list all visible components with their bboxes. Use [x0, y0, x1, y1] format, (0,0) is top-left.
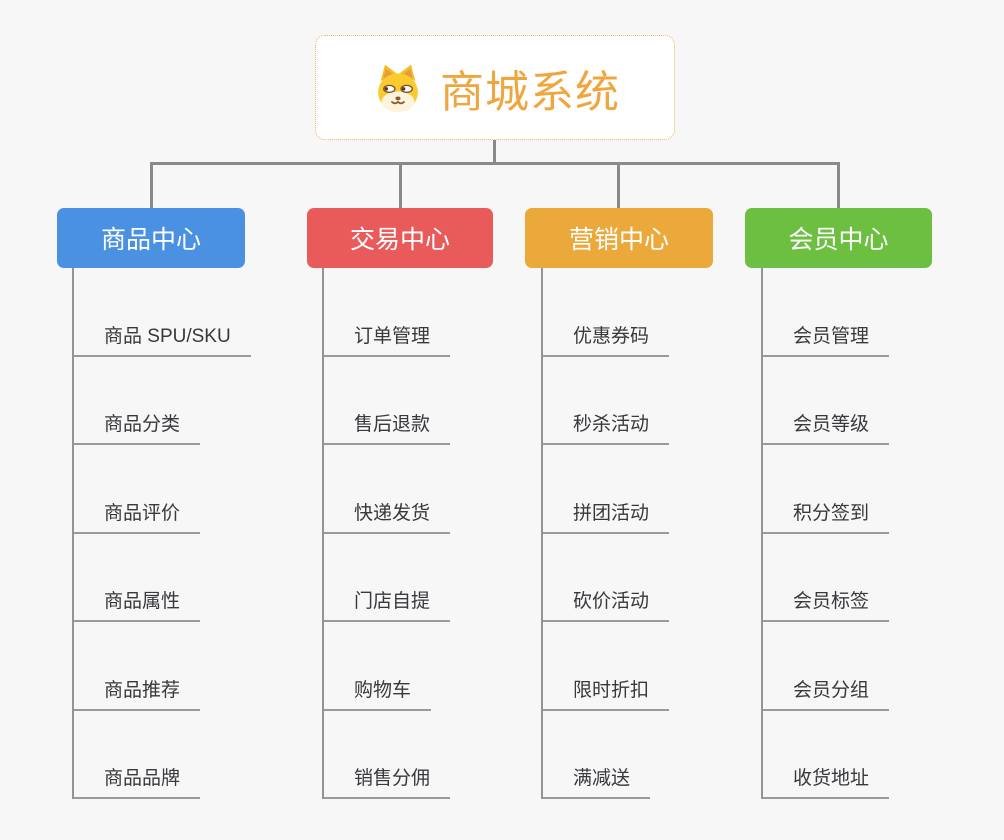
- sub-node[interactable]: 限时折扣: [541, 679, 670, 711]
- sub-node[interactable]: 门店自提: [322, 590, 451, 622]
- sub-node[interactable]: 购物车: [322, 679, 432, 711]
- sub-node[interactable]: 会员管理: [761, 325, 890, 357]
- branch-node-marketing-center[interactable]: 营销中心: [525, 208, 713, 268]
- connector-spine: [761, 268, 763, 799]
- root-node[interactable]: 商城系统: [315, 35, 675, 140]
- connector-root-drop: [493, 140, 496, 164]
- sub-node[interactable]: 满减送: [541, 767, 651, 799]
- connector-spine: [541, 268, 543, 799]
- branch-node-trade-center[interactable]: 交易中心: [307, 208, 493, 268]
- connector-drop-member: [837, 162, 840, 208]
- connector-spine: [72, 268, 74, 799]
- sub-node-slot: 砍价活动: [541, 534, 670, 622]
- branch-children-trade: 订单管理 售后退款 快递发货 门店自提 购物车 销售分佣: [322, 268, 451, 799]
- sub-node[interactable]: 订单管理: [322, 325, 451, 357]
- sub-node-slot: 满减送: [541, 711, 669, 799]
- sub-node-slot: 订单管理: [322, 268, 451, 357]
- sub-node-slot: 限时折扣: [541, 622, 670, 711]
- sub-node-slot: 秒杀活动: [541, 357, 670, 445]
- sub-node-slot: 拼团活动: [541, 445, 670, 534]
- sub-node-slot: 快递发货: [322, 445, 451, 534]
- sub-node-slot: 售后退款: [322, 357, 451, 445]
- sub-node-slot: 会员标签: [761, 534, 890, 622]
- sub-node[interactable]: 拼团活动: [541, 502, 670, 534]
- sub-node-slot: 收货地址: [761, 711, 890, 799]
- connector-drop-product: [150, 162, 153, 208]
- sub-node[interactable]: 商品属性: [72, 590, 201, 622]
- dog-face-icon: [370, 62, 426, 114]
- sub-node-slot: 销售分佣: [322, 711, 451, 799]
- sub-node[interactable]: 会员分组: [761, 679, 890, 711]
- sub-node-slot: 门店自提: [322, 534, 451, 622]
- sub-node[interactable]: 售后退款: [322, 413, 451, 445]
- sub-node-slot: 商品属性: [72, 534, 251, 622]
- sub-node-slot: 优惠券码: [541, 268, 670, 357]
- branch-node-product-center[interactable]: 商品中心: [57, 208, 245, 268]
- sub-node-slot: 积分签到: [761, 445, 890, 534]
- connector-horizontal: [150, 162, 840, 165]
- sub-node[interactable]: 会员标签: [761, 590, 890, 622]
- root-title: 商城系统: [440, 67, 620, 117]
- branch-node-member-center[interactable]: 会员中心: [745, 208, 932, 268]
- connector-drop-trade: [399, 162, 402, 208]
- sub-node[interactable]: 积分签到: [761, 502, 890, 534]
- sub-node[interactable]: 砍价活动: [541, 590, 670, 622]
- sub-node-slot: 会员等级: [761, 357, 890, 445]
- sub-node[interactable]: 商品推荐: [72, 679, 201, 711]
- sub-node-slot: 商品评价: [72, 445, 251, 534]
- sub-node[interactable]: 商品品牌: [72, 767, 201, 799]
- branch-children-product: 商品 SPU/SKU 商品分类 商品评价 商品属性 商品推荐 商品品牌: [72, 268, 251, 799]
- sub-node[interactable]: 收货地址: [761, 767, 890, 799]
- sub-node-slot: 购物车: [322, 622, 450, 711]
- sub-node-slot: 会员分组: [761, 622, 890, 711]
- sub-node[interactable]: 快递发货: [322, 502, 451, 534]
- sub-node-slot: 商品推荐: [72, 622, 251, 711]
- sub-node[interactable]: 优惠券码: [541, 325, 670, 357]
- sub-node[interactable]: 商品 SPU/SKU: [72, 325, 251, 357]
- connector-drop-marketing: [617, 162, 620, 208]
- sub-node-slot: 会员管理: [761, 268, 890, 357]
- sub-node-slot: 商品 SPU/SKU: [72, 268, 251, 357]
- connector-spine: [322, 268, 324, 799]
- branch-children-member: 会员管理 会员等级 积分签到 会员标签 会员分组 收货地址: [761, 268, 890, 799]
- sub-node[interactable]: 会员等级: [761, 413, 890, 445]
- sub-node[interactable]: 商品评价: [72, 502, 201, 534]
- sub-node[interactable]: 商品分类: [72, 413, 201, 445]
- branch-children-marketing: 优惠券码 秒杀活动 拼团活动 砍价活动 限时折扣 满减送: [541, 268, 670, 799]
- sub-node-slot: 商品分类: [72, 357, 251, 445]
- sub-node[interactable]: 秒杀活动: [541, 413, 670, 445]
- sub-node[interactable]: 销售分佣: [322, 767, 451, 799]
- sub-node-slot: 商品品牌: [72, 711, 251, 799]
